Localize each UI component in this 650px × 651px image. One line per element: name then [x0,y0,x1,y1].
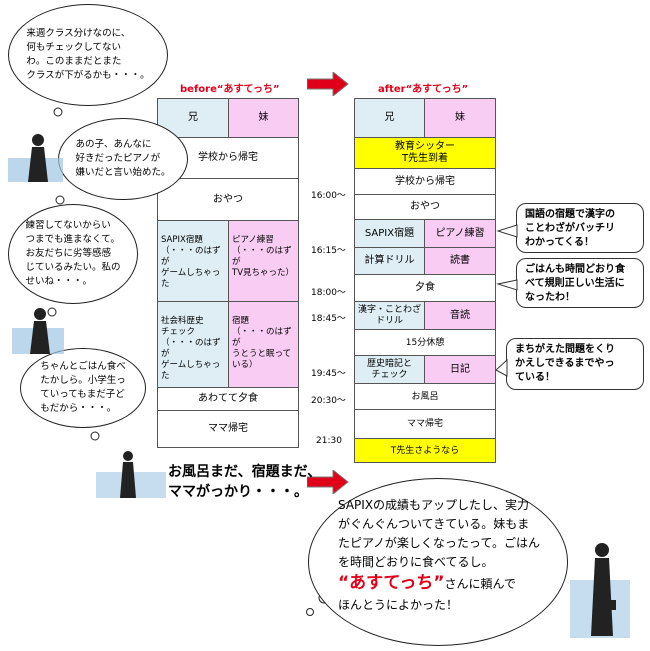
note-kanji: 国語の宿題で漢字の ことわざがバッチリ わかってくる！ [516,203,644,253]
after-row-ondoku: 音読 [424,301,496,330]
mother-worried-icon-1 [8,134,63,182]
before-row-homework: 宿題 （・・・のはずが うとうと眠って いる） [228,301,299,388]
mother-happy-icon [570,543,630,638]
arrow-right-icon [307,72,349,96]
after-row-mama: ママ帰宅 [354,409,496,439]
before-row-dinner: あわてて夕食 [157,387,299,411]
before-row-sapix: SAPIX宿題 （・・・のはずが ゲームしちゃった [157,220,229,302]
before-row-piano: ピアノ練習 （・・・のはずが TV見ちゃった） [228,220,299,302]
note-meals: ごはんも時間どおり食 べて規則正しい生活に なったわ！ [516,258,644,308]
after-row-piano: ピアノ練習 [424,219,496,248]
final-text-2: さんに頼んで [444,577,516,591]
before-header: before“あすてっち” [180,84,280,95]
before-row-social: 社会科歴史 チェック （・・・のはずが ゲームしちゃった [157,301,229,388]
final-brand-line: “あすてっち”さんに頼んで [338,572,516,595]
note-pointers [496,224,518,377]
brand-name: “あすてっち” [338,573,445,593]
after-row-bath: お風呂 [354,383,496,410]
final-text: SAPIXの成績もアップしたし、実力 がぐんぐんついてきている。妹もま たピアノ… [338,498,540,569]
after-row-kanji: 漢字・ことわざ ドリル [354,301,425,330]
time-1615: 16:15～ [311,246,346,256]
thought-bubble-4: ちゃんとごはん食べ たかしら。小学生っ ていってもまだ子ど もだから・・・。 [20,348,146,428]
after-row-break: 15分休憩 [354,329,496,356]
mother-worried-icon-2 [12,308,64,354]
disappointed-caption: お風呂まだ、宿題まだ、 ママがっかり・・・。 [168,464,322,500]
time-2130: 21:30 [316,436,342,446]
final-bubble [308,478,568,646]
before-row-mama: ママ帰宅 [157,410,299,448]
time-2030: 20:30～ [311,396,346,406]
before-row-snack: おやつ [157,178,299,221]
thought-bubble-1: 来週クラス分けなのに、 何もチェックしてない わ。このままだとまた クラスが下が… [8,4,168,106]
time-1945: 19:45～ [311,369,346,379]
after-header: after“あすてっち” [378,84,469,95]
thought-bubble-3: 練習してないからい つまでも進まなくて。 お友だちに劣等感感 じているみたい。私… [8,204,138,304]
after-row-history: 歴史暗記と チェック [354,355,425,384]
time-1600: 16:00～ [311,191,346,201]
after-row-reading: 読書 [424,247,496,275]
mother-walking-icon [96,451,166,498]
note-repeat: まちがえた問題をくり かえしできるまでやっ ている！ [506,338,644,390]
after-row-sitter: 教育シッター T先生到着 [354,137,496,169]
thought-bubble-2: あの子、あんなに 好きだったピアノが 嫌いだと言い始めた。 [58,118,188,200]
before-col-sister: 妹 [228,98,299,138]
after-row-diary: 日記 [424,355,496,384]
time-1800: 18:00～ [311,288,346,298]
time-1845: 18:45～ [311,314,346,324]
final-text-3: ほんとうによかった！ [338,598,459,612]
after-row-bye: T先生さようなら [354,438,496,463]
arrow-right-icon-2 [307,470,349,494]
after-row-drill: 計算ドリル [354,247,425,275]
after-row-school: 学校から帰宅 [354,168,496,195]
